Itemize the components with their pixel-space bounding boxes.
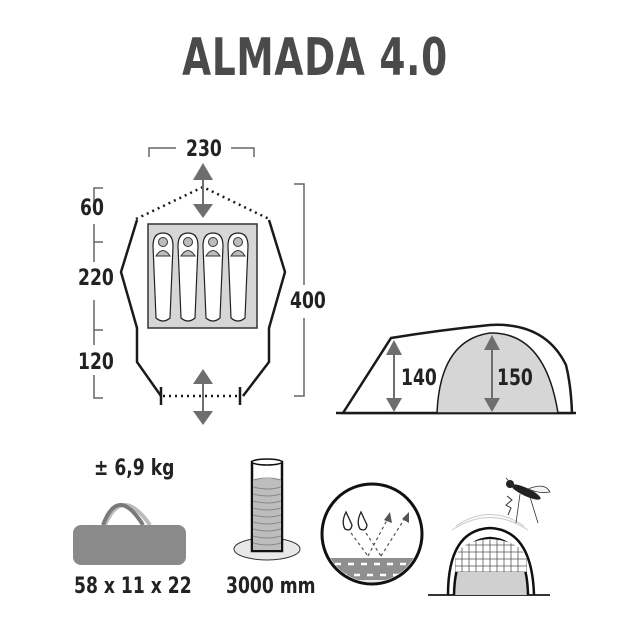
vestibule-front-label: 60 [80, 196, 104, 221]
water-column-icon [233, 458, 301, 561]
breathable-membrane-icon [320, 482, 424, 586]
packed-bag-icon [73, 503, 186, 565]
weight-label: ± 6,9 kg [94, 456, 175, 481]
vestibule-rear-label: 120 [78, 350, 114, 375]
pack-size-label: 58 x 11 x 22 [74, 574, 192, 599]
total-length-label: 400 [290, 289, 326, 314]
entrance-arrow-bottom-icon [193, 369, 213, 425]
mosquito-net-icon [428, 477, 551, 596]
inner-length-label: 220 [78, 266, 114, 291]
tent-side-view-diagram [336, 323, 576, 415]
water-column-label: 3000 mm [226, 574, 316, 599]
width-label: 230 [186, 137, 222, 162]
product-title: ALMADA 4.0 [182, 28, 448, 88]
vestibule-height-label: 140 [401, 366, 437, 391]
entrance-arrow-top-icon [193, 163, 213, 218]
inner-height-label: 150 [497, 366, 533, 391]
